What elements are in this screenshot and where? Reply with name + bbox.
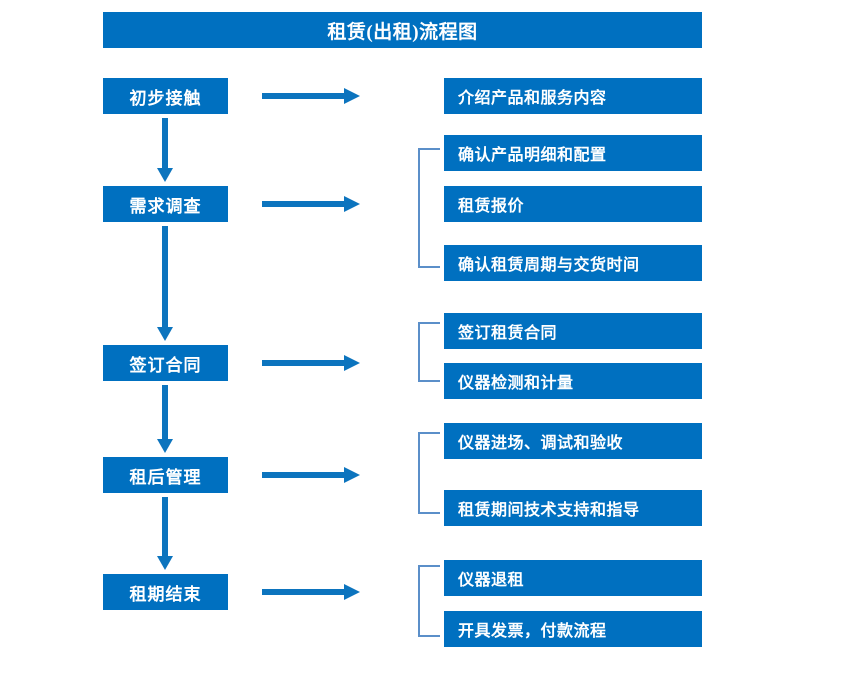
page-title: 租赁(出租)流程图 xyxy=(103,12,702,48)
arrow-head-icon xyxy=(344,467,360,483)
stage-box-3[interactable]: 签订合同 xyxy=(103,345,228,381)
arrow-shaft xyxy=(262,201,346,207)
vertical-arrow-2 xyxy=(157,226,173,341)
arrow-shaft xyxy=(262,93,346,99)
arrow-shaft xyxy=(162,497,168,556)
horizontal-arrow-1 xyxy=(262,88,362,104)
task-box-5[interactable]: 签订租赁合同 xyxy=(444,313,702,349)
arrow-head-icon xyxy=(157,327,173,341)
horizontal-arrow-5 xyxy=(262,584,362,600)
task-box-3[interactable]: 租赁报价 xyxy=(444,186,702,222)
arrow-head-icon xyxy=(157,168,173,182)
arrow-head-icon xyxy=(157,439,173,453)
stage-box-2[interactable]: 需求调查 xyxy=(103,186,228,222)
arrow-shaft xyxy=(262,472,346,478)
group-bracket-2 xyxy=(418,322,440,382)
arrow-shaft xyxy=(162,118,168,168)
arrow-shaft xyxy=(162,226,168,327)
group-bracket-4 xyxy=(418,565,440,637)
task-box-4[interactable]: 确认租赁周期与交货时间 xyxy=(444,245,702,281)
stage-box-5[interactable]: 租期结束 xyxy=(103,574,228,610)
vertical-arrow-4 xyxy=(157,497,173,570)
arrow-head-icon xyxy=(344,584,360,600)
arrow-head-icon xyxy=(344,355,360,371)
group-bracket-3 xyxy=(418,432,440,514)
task-box-2[interactable]: 确认产品明细和配置 xyxy=(444,135,702,171)
arrow-shaft xyxy=(162,385,168,439)
task-box-6[interactable]: 仪器检测和计量 xyxy=(444,363,702,399)
task-box-1[interactable]: 介绍产品和服务内容 xyxy=(444,78,702,114)
task-box-7[interactable]: 仪器进场、调试和验收 xyxy=(444,423,702,459)
arrow-head-icon xyxy=(344,196,360,212)
vertical-arrow-1 xyxy=(157,118,173,182)
arrow-shaft xyxy=(262,589,346,595)
horizontal-arrow-2 xyxy=(262,196,362,212)
stage-box-4[interactable]: 租后管理 xyxy=(103,457,228,493)
task-box-9[interactable]: 仪器退租 xyxy=(444,560,702,596)
arrow-head-icon xyxy=(344,88,360,104)
vertical-arrow-3 xyxy=(157,385,173,453)
group-bracket-1 xyxy=(418,148,440,268)
horizontal-arrow-4 xyxy=(262,467,362,483)
arrow-head-icon xyxy=(157,556,173,570)
stage-box-1[interactable]: 初步接触 xyxy=(103,78,228,114)
task-box-10[interactable]: 开具发票，付款流程 xyxy=(444,611,702,647)
arrow-shaft xyxy=(262,360,346,366)
horizontal-arrow-3 xyxy=(262,355,362,371)
task-box-8[interactable]: 租赁期间技术支持和指导 xyxy=(444,490,702,526)
